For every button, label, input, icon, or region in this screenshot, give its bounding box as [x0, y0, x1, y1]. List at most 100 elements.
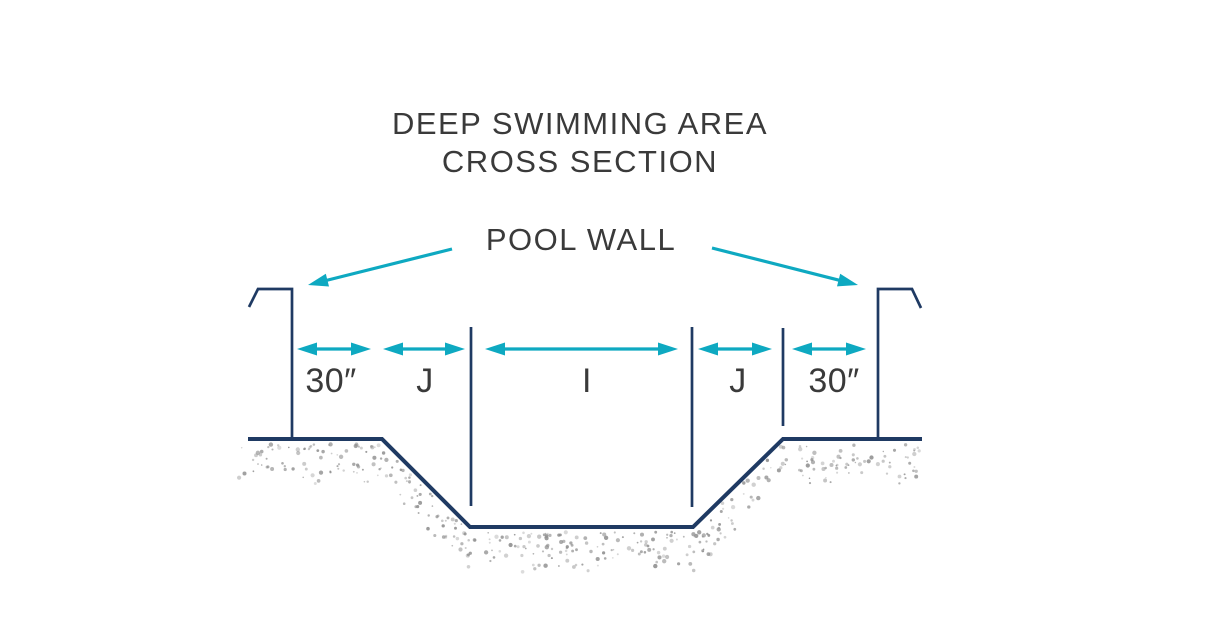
stipple-dot	[418, 500, 423, 505]
stipple-dot	[358, 445, 360, 448]
stipple-dot	[550, 557, 553, 560]
stipple-dot	[504, 535, 509, 540]
stipple-dot	[352, 462, 356, 467]
stipple-dot	[444, 519, 447, 522]
stipple-dot	[705, 540, 708, 543]
stipple-dot	[417, 512, 420, 514]
stipple-dot	[455, 536, 460, 541]
stipple-dot	[654, 530, 658, 534]
stipple-dot	[599, 532, 602, 535]
stipple-dot	[370, 444, 373, 448]
stipple-dot	[537, 563, 541, 567]
stipple-dot	[416, 494, 419, 497]
stipple-dot	[656, 550, 661, 555]
stipple-dot	[898, 482, 901, 485]
stipple-dot	[565, 553, 568, 556]
stipple-dot	[801, 457, 804, 460]
stipple-dot	[626, 546, 632, 551]
stipple-dot	[342, 469, 345, 472]
stipple-dot	[685, 553, 689, 557]
stipple-dot	[691, 568, 696, 573]
stipple-dot	[546, 532, 549, 535]
stipple-dot	[302, 476, 304, 479]
stipple-dot	[651, 537, 655, 542]
stipple-dot	[428, 492, 432, 496]
stipple-dot	[665, 554, 670, 560]
stipple-dot	[904, 477, 907, 480]
stipple-dot	[881, 459, 885, 463]
stipple-dot	[548, 533, 552, 538]
stipple-dot	[652, 548, 655, 551]
stipple-dot	[810, 458, 814, 462]
stipple-dot	[418, 492, 422, 496]
stipple-dot	[765, 458, 770, 463]
stipple-dot	[762, 467, 765, 471]
stipple-dot	[344, 449, 349, 453]
stipple-dot	[756, 476, 761, 480]
pool-wall-label: POOL WALL	[486, 222, 676, 257]
stipple-dot	[547, 553, 551, 558]
stipple-dot	[498, 550, 502, 553]
stipple-dot	[563, 530, 568, 535]
stipple-dot	[532, 552, 535, 555]
stipple-dot	[259, 449, 264, 454]
stipple-dot	[823, 478, 828, 483]
stipple-dot	[835, 464, 838, 467]
stipple-dot	[613, 531, 616, 534]
stipple-dot	[472, 538, 477, 542]
stipple-dot	[863, 459, 867, 463]
stipple-dot	[363, 480, 366, 483]
stipple-dot	[572, 565, 576, 569]
stipple-dot	[433, 533, 437, 538]
stipple-dot	[851, 458, 855, 462]
stipple-dot	[296, 450, 301, 456]
stipple-dot	[321, 449, 325, 454]
stipple-dot	[829, 462, 834, 468]
stipple-dot	[583, 536, 588, 540]
stipple-dot	[845, 462, 849, 466]
stipple-dot	[675, 538, 678, 541]
stipple-dot	[603, 557, 607, 560]
stipple-dot	[709, 519, 713, 522]
stipple-dot	[688, 561, 693, 566]
stipple-dot	[410, 496, 414, 500]
stipple-dot	[908, 461, 912, 465]
stipple-dot	[820, 461, 825, 466]
stipple-dot	[308, 446, 312, 449]
stipple-dot	[522, 545, 526, 549]
stipple-dot	[857, 462, 862, 467]
stipple-dot	[527, 540, 531, 544]
stipple-dot	[384, 474, 389, 478]
stipple-dot	[336, 453, 339, 456]
dimension-arrow-j-left	[383, 342, 465, 356]
stipple-dot	[639, 550, 643, 554]
stipple-dot	[435, 515, 439, 519]
stipple-dot	[702, 550, 704, 553]
stipple-dot	[374, 446, 376, 448]
stipple-dot	[770, 467, 772, 469]
stipple-dot	[701, 535, 704, 538]
stipple-dot	[558, 565, 560, 567]
stipple-dot	[489, 559, 492, 563]
stipple-dot	[621, 536, 624, 539]
stipple-dot	[513, 544, 517, 548]
stipple-dot	[265, 457, 268, 460]
stipple-dot	[669, 533, 673, 538]
dimension-label-i: I	[582, 362, 592, 400]
stipple-dot	[751, 482, 756, 487]
stipple-dot	[692, 550, 696, 554]
stipple-dot	[441, 535, 446, 539]
stipple-dot	[903, 473, 906, 476]
stipple-dot	[569, 541, 573, 545]
stipple-dot	[536, 544, 540, 548]
stipple-dot	[483, 550, 489, 555]
stipple-dot	[550, 547, 554, 551]
stipple-dot	[408, 473, 413, 477]
stipple-dot	[464, 546, 467, 550]
stipple-dot	[913, 466, 916, 468]
stipple-dot	[391, 466, 394, 469]
stipple-dot	[603, 535, 609, 540]
stipple-dot	[596, 545, 599, 548]
stipple-dot	[730, 497, 734, 502]
stipple-dot	[427, 514, 430, 517]
